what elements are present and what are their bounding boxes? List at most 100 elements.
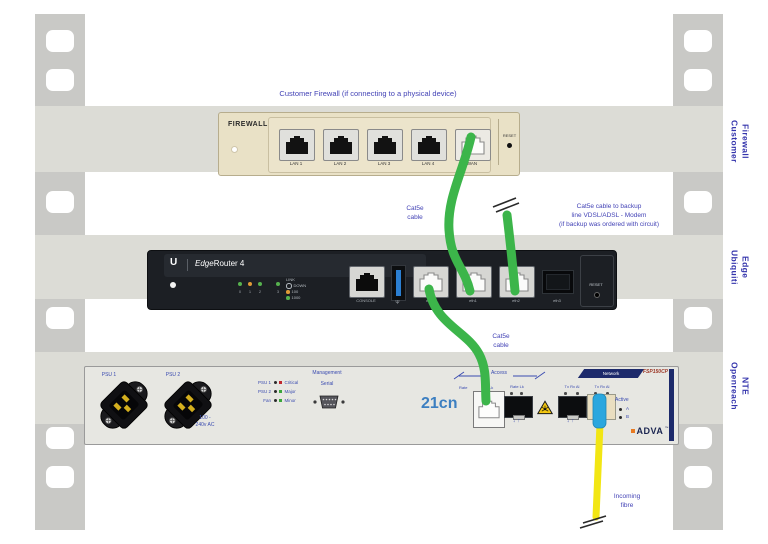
alarm-led-block: PSU 1 Critical PSU 2 Major Fan Minor [253,378,298,405]
port-lan1 [279,129,315,161]
active-label: Active [615,397,629,403]
reset-section [580,255,614,307]
minor-swatch [279,399,282,402]
port-wan [455,129,491,161]
brand-separator [187,259,188,271]
reset-label: RESET [589,282,603,287]
rack-hole [684,191,712,213]
adva-logo: ADVA ™ [631,426,668,436]
customer-firewall-device: FIREWALL LAN 1 LAN 2 LAN 3 LAN 4 WAN RES… [218,112,520,176]
cat5e-backup-note: Cat5e cable to backup line VDSL/ADSL - M… [558,203,660,229]
network-fibre-port [587,394,616,420]
cat5e-note-top: Cat5e cable [406,205,424,222]
reset-button [594,292,600,298]
port-arrows-icon: ↓↑ [566,418,577,424]
port-lan2 [323,129,359,161]
port-label: eth0 [426,298,434,303]
alarm-led [273,390,277,393]
port-console [349,266,385,298]
sfp-slot [546,274,570,290]
led-number: 0 [238,289,242,294]
port-eth2 [499,266,535,298]
usb-port [391,265,406,301]
rj45-outline-icon [478,400,500,419]
critical-swatch [279,381,282,384]
adva-logo-dot [631,429,635,433]
ubiquiti-logo: U [170,257,178,268]
rj45-icon [286,136,308,154]
rj45-outline-icon [419,272,443,292]
network-sfp-port [558,396,587,420]
psu1-power-inlet [100,381,148,429]
port-lan3 [367,129,403,161]
psu1-label: PSU 1 [101,372,117,378]
led-number: 1 [248,289,252,294]
port-label: LAN 3 [377,161,391,166]
1000-marker [286,296,290,300]
psu2-power-inlet [164,381,212,429]
port-eth3-sfp [542,270,574,294]
serial-db9-connector [313,395,345,409]
active-a-led [619,408,622,411]
serial-label: Serial [320,381,334,387]
rj45-icon [374,136,396,154]
led-number: 3 [276,289,280,294]
reset-button [507,143,512,148]
rj45-outline-icon [505,272,529,292]
rack-hole [46,466,74,488]
port-eth1 [456,266,492,298]
alarm-led [273,399,277,402]
incoming-fibre-note: Incoming fibre [613,493,641,510]
brand-name: EdgeRouter 4 [195,259,245,268]
sfp-led [510,392,513,395]
access-label: Access [490,370,508,376]
major-swatch [279,390,282,393]
rj45-outline-icon [461,135,485,155]
tx-rx-label: Tx Rx Al [564,384,580,389]
cat5e-note-mid: Cat5e cable [492,333,510,350]
alarm-led [273,381,277,384]
sfp-led [520,392,523,395]
alarm-row: Fan Minor [263,398,296,403]
rack-hole [684,427,712,449]
lk-label: Lk [489,385,494,390]
firewall-power-led [231,146,238,153]
port-arrows-icon: ↓↑ [595,418,606,424]
sfp-latch [567,415,579,420]
access-sfp-port [504,396,533,420]
eth-led-2 [258,282,262,286]
network-band: Network [577,369,645,378]
active-a: A [626,406,630,411]
active-b: B [626,414,630,419]
firewall-name-label: FIREWALL [228,121,268,128]
rack-hole [684,466,712,488]
faceplate-stripe [669,369,674,441]
rack-hole [46,191,74,213]
link-led-legend: LINK DOWN 100 1000 [286,277,307,300]
port-label: eth2 [512,298,520,303]
rack-hole [46,30,74,52]
port-label: LAN 2 [333,161,347,166]
down-marker [286,283,292,289]
rack-label-ubiquiti-edge: Ubiquiti Edge [729,249,751,285]
edgerouter-device: U EdgeRouter 4 0 1 2 3 LINK DOWN 100 100… [147,250,617,310]
voltage-label: 100 - 240v AC [195,415,215,428]
port-label: CONSOLE [356,298,376,303]
sfp-led [564,392,567,395]
rack-hole [46,69,74,91]
port-label: eth1 [469,298,477,303]
cable-break-icon [579,515,607,529]
port-lan4 [411,129,447,161]
led-number: 2 [258,289,262,294]
rack-hole [46,427,74,449]
100-marker [286,290,290,294]
sfp-led [594,392,597,395]
management-label: Management [312,370,342,376]
port-eth0 [413,266,449,298]
panel-divider [498,119,499,165]
rj45-icon [330,136,352,154]
port-label: WAN [466,161,478,166]
eth-led-0 [238,282,242,286]
rack-label-openreach-nte: Openreach NTE [729,361,751,410]
